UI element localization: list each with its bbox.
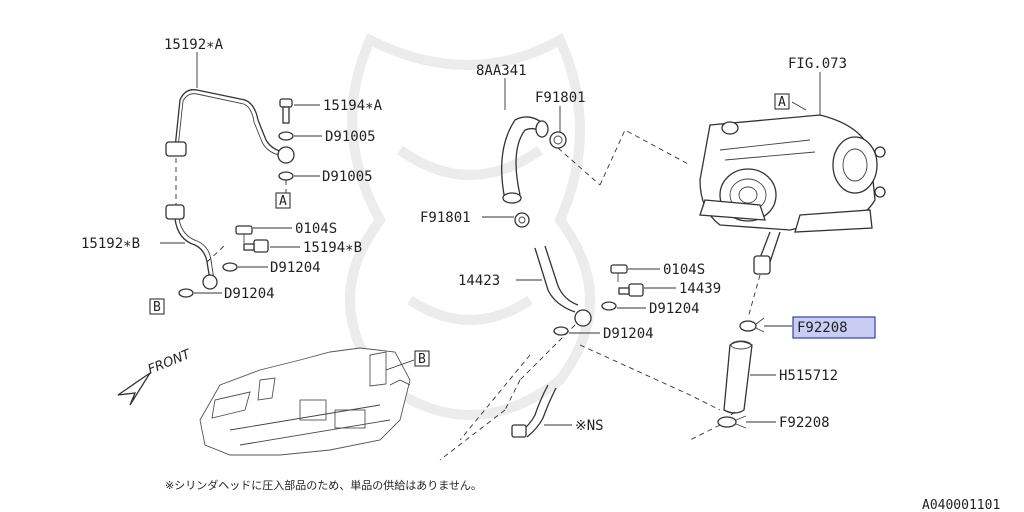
- label-d91005-bottom[interactable]: D91005: [322, 169, 373, 185]
- diagram-code: A040001101: [922, 498, 1000, 512]
- label-15192b[interactable]: 15192∗B: [81, 236, 140, 252]
- label-fig073[interactable]: FIG.073: [788, 56, 847, 72]
- clip-f91801-left[interactable]: [514, 212, 530, 228]
- label-0104s-left[interactable]: 0104S: [295, 221, 337, 237]
- bolt-0104s-mid[interactable]: [610, 264, 628, 282]
- bolt-0104s-left[interactable]: [235, 225, 253, 243]
- footnote: ※シリンダヘッドに圧入部品のため、単品の供給はありません。: [165, 478, 482, 492]
- svg-text:A: A: [279, 194, 287, 209]
- bolt-14439[interactable]: [618, 283, 644, 297]
- label-14423[interactable]: 14423: [458, 273, 500, 289]
- ref-box-b-engine[interactable]: B: [414, 350, 430, 367]
- label-f91801-top[interactable]: F91801: [535, 90, 586, 106]
- turbocharger[interactable]: [699, 114, 886, 233]
- label-14439[interactable]: 14439: [679, 281, 721, 297]
- part-labels: 15192∗A 15194∗A D91005 D91005 15192∗B 01…: [81, 37, 848, 434]
- label-f91801-left[interactable]: F91801: [420, 210, 471, 226]
- turbo-outlet-pipe: [753, 231, 781, 275]
- washer-d91005-top[interactable]: [278, 131, 294, 141]
- label-f92208-bottom[interactable]: F92208: [779, 415, 830, 431]
- label-d91204-left2[interactable]: D91204: [224, 286, 275, 302]
- ref-box-a-right[interactable]: A: [774, 93, 790, 110]
- label-d91204-mid1[interactable]: D91204: [649, 301, 700, 317]
- label-15194a[interactable]: 15194∗A: [323, 98, 383, 114]
- washer-d91204-mid1[interactable]: [601, 301, 617, 311]
- clamp-f92208-bottom[interactable]: [717, 415, 747, 429]
- leader-lines: [160, 52, 821, 426]
- ref-box-a-top[interactable]: A: [275, 192, 291, 209]
- washer-d91204-left1[interactable]: [222, 262, 238, 272]
- label-0104s-mid[interactable]: 0104S: [663, 262, 705, 278]
- front-label: FRONT: [146, 347, 194, 378]
- highlight-box-f92208: [792, 316, 876, 339]
- label-d91005-top[interactable]: D91005: [325, 129, 376, 145]
- svg-text:B: B: [418, 352, 426, 367]
- front-arrow: [117, 372, 151, 406]
- label-ns[interactable]: ※NS: [575, 418, 604, 434]
- pipe-14423[interactable]: [534, 245, 592, 327]
- svg-text:A: A: [778, 95, 786, 110]
- engine-cylinder-head: [199, 347, 411, 456]
- watermark-emblem: [345, 32, 595, 420]
- label-8aa341[interactable]: 8AA341: [476, 63, 527, 79]
- label-h515712[interactable]: H515712: [779, 368, 838, 384]
- hose-h515712[interactable]: [723, 340, 753, 414]
- pipe-15192b[interactable]: [165, 204, 218, 290]
- washer-d91204-mid2[interactable]: [553, 326, 569, 336]
- label-f92208-top[interactable]: F92208: [797, 320, 848, 336]
- pipe-ns[interactable]: [511, 384, 557, 438]
- bolt-15194b[interactable]: [243, 239, 269, 253]
- washer-d91005-bottom[interactable]: [278, 171, 294, 181]
- bolt-15194a[interactable]: [279, 98, 293, 124]
- svg-text:B: B: [153, 300, 161, 315]
- label-15192a[interactable]: 15192∗A: [164, 37, 224, 53]
- pipe-15192a[interactable]: [165, 89, 295, 164]
- label-d91204-mid2[interactable]: D91204: [603, 326, 654, 342]
- ref-box-b-left[interactable]: B: [149, 298, 165, 315]
- clip-f91801-top[interactable]: [549, 131, 567, 149]
- washer-d91204-left2[interactable]: [178, 288, 194, 298]
- clamp-f92208-top[interactable]: [739, 317, 765, 333]
- label-15194b[interactable]: 15194∗B: [303, 240, 362, 256]
- label-d91204-left1[interactable]: D91204: [270, 260, 321, 276]
- hose-8aa341[interactable]: [501, 116, 549, 204]
